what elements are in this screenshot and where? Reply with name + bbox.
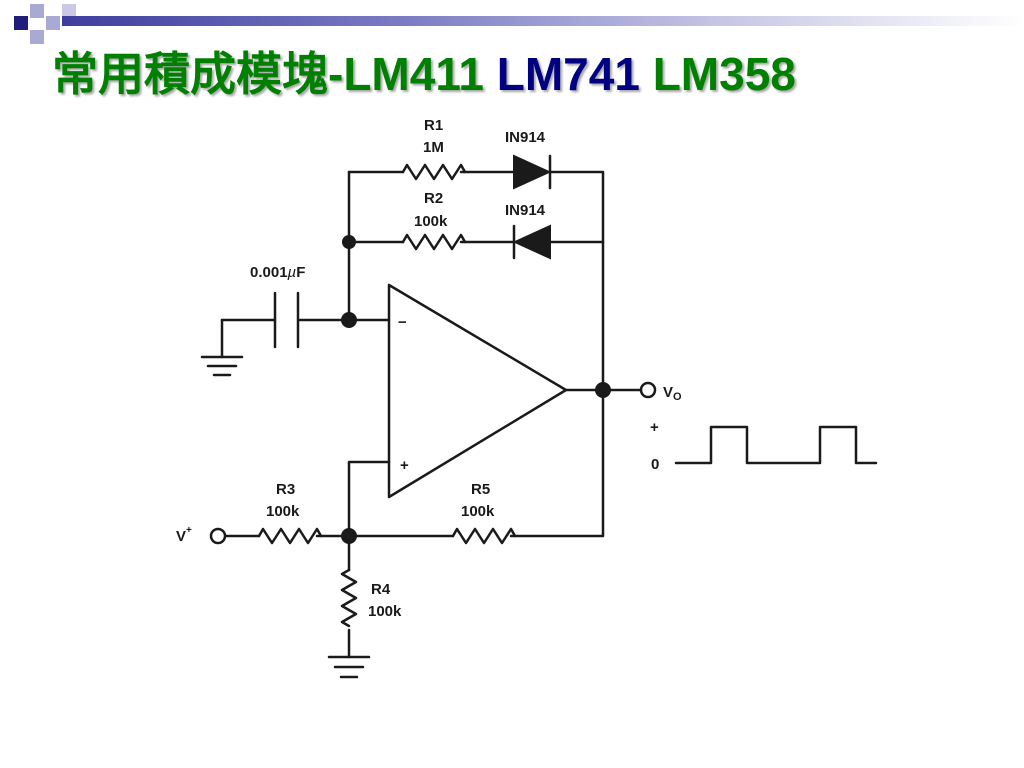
deco-square — [30, 4, 44, 18]
vplus-label: V+ — [176, 525, 192, 545]
vout-label: VO — [663, 384, 682, 403]
junction-dot — [342, 235, 356, 249]
d1-label: IN914 — [505, 129, 546, 146]
circuit-wires — [220, 170, 643, 659]
r1-value-label: 1M — [423, 139, 444, 156]
resistor-r5: R5 100k — [451, 481, 517, 545]
inverting-input-label: − — [398, 314, 407, 331]
diode-d2: IN914 — [505, 202, 551, 260]
r4-value-label: 100k — [368, 603, 402, 620]
corner-squares-decoration — [14, 4, 76, 44]
junction-dots — [341, 235, 611, 544]
ground-symbol — [327, 655, 371, 679]
title-band-decoration — [62, 16, 1024, 26]
resistor-r1: R1 1M — [401, 117, 467, 181]
square-wave-waveform: + 0 — [650, 419, 878, 473]
ground-symbol — [200, 355, 244, 377]
capacitor-value-label: 0.001µF — [250, 264, 305, 281]
waveform-zero-label: 0 — [651, 456, 659, 473]
d2-label: IN914 — [505, 202, 546, 219]
noninverting-input-label: + — [400, 457, 409, 474]
resistor-r3: R3 100k — [257, 481, 323, 545]
r2-value-label: 100k — [414, 213, 448, 230]
resistor-r4: R4 100k — [340, 568, 402, 628]
slide-title: 常用積成模塊-LM411 LM741 LM358 — [52, 44, 796, 104]
deco-square — [62, 4, 76, 18]
deco-square — [46, 16, 60, 30]
r3-name-label: R3 — [276, 481, 295, 498]
title-part-lm358: LM358 — [652, 48, 796, 100]
deco-square — [30, 30, 44, 44]
r5-value-label: 100k — [461, 503, 495, 520]
resistor-r2: R2 100k — [401, 190, 467, 251]
vplus-terminal: V+ — [176, 525, 227, 545]
deco-square — [14, 16, 28, 30]
diode-d1: IN914 — [505, 129, 552, 190]
r1-name-label: R1 — [424, 117, 443, 134]
junction-dot — [341, 312, 357, 328]
waveform-high-label: + — [650, 419, 659, 436]
junction-dot — [595, 382, 611, 398]
title-part-lm411: LM411 — [343, 48, 484, 100]
r3-value-label: 100k — [266, 503, 300, 520]
junction-dot — [341, 528, 357, 544]
r4-name-label: R4 — [371, 581, 391, 598]
title-part-lm741: LM741 — [496, 48, 640, 100]
r5-name-label: R5 — [471, 481, 490, 498]
title-chinese: 常用積成模塊- — [52, 48, 344, 100]
output-terminal: VO — [639, 381, 682, 403]
op-amp: − + — [387, 283, 568, 499]
r2-name-label: R2 — [424, 190, 443, 207]
capacitor-c1: 0.001µF — [250, 264, 305, 349]
